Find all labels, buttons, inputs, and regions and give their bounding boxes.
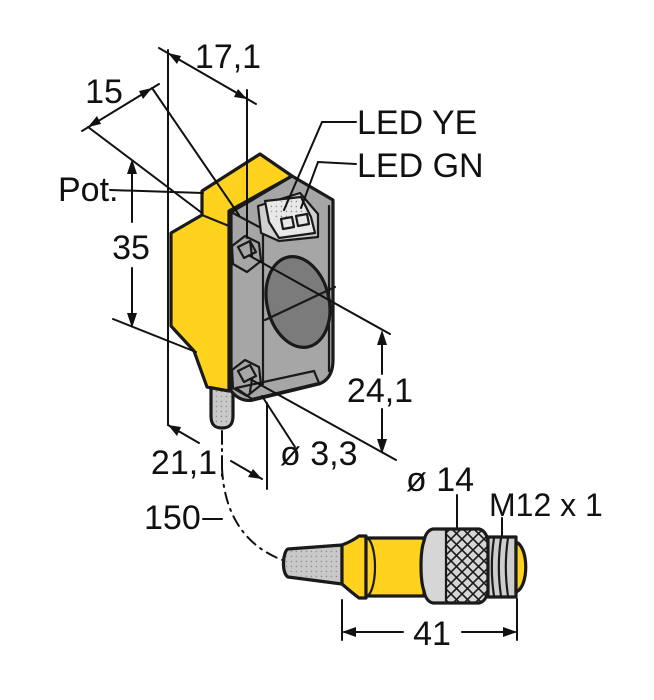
- pot-leader: [109, 189, 204, 194]
- thread-label: M12 x 1: [489, 487, 603, 523]
- cable-segment: [281, 543, 344, 586]
- dim-41-label: 41: [413, 615, 451, 653]
- dim-41: [341, 598, 518, 641]
- cable-curve: [221, 467, 286, 562]
- dim-35-label: 35: [112, 229, 150, 267]
- led-gn-label: LED GN: [357, 147, 484, 185]
- knurled-ring: [419, 527, 490, 605]
- cable-stub: [209, 383, 235, 430]
- connector-boot: [340, 534, 368, 600]
- sensor-housing: [169, 152, 294, 393]
- led-gn-leader: [300, 160, 357, 209]
- pot-label: Pot.: [58, 171, 118, 209]
- dim-17-1-label: 17,1: [195, 38, 261, 76]
- dim-21-1-label: 21,1: [151, 444, 217, 482]
- lens-split-line: [263, 285, 337, 322]
- hole-dia-label: ø 3,3: [280, 435, 357, 473]
- dim-24-1-label: 24,1: [347, 372, 413, 410]
- dim-24-1: [249, 255, 397, 461]
- connector-tip: [514, 540, 528, 594]
- cable-and-connector: [221, 430, 528, 605]
- labels: 17,1 15 Pot. 35 LED YE LED GN 24,1 21,1 …: [58, 38, 603, 653]
- dim-21-1: [167, 402, 268, 490]
- cable-length-label: 150: [144, 499, 201, 537]
- connector-dia-label: ø 14: [406, 461, 474, 499]
- led-window-green: [294, 212, 311, 228]
- led-ye-label: LED YE: [357, 104, 477, 142]
- dim-17-1: [158, 47, 257, 105]
- dim-15: [81, 83, 240, 216]
- boot-body-junction: [364, 536, 377, 598]
- led-window-yellow: [279, 215, 296, 231]
- dim-15-label: 15: [85, 73, 123, 111]
- lens: [263, 255, 337, 349]
- dim-35: [112, 159, 197, 353]
- housing-step-edge: [200, 213, 231, 228]
- led-ye-leader: [283, 121, 357, 211]
- thread-section: [486, 535, 518, 599]
- dimension-annotations: [81, 47, 518, 641]
